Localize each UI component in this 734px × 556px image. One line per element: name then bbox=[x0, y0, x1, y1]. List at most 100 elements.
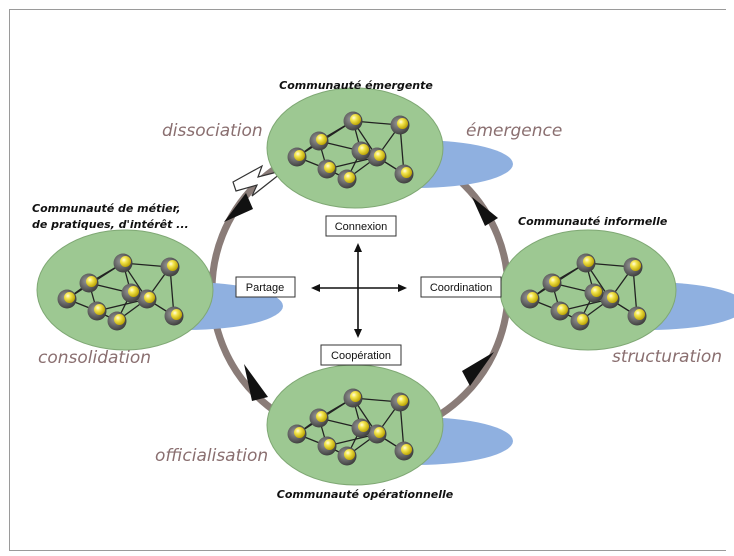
network-node bbox=[57, 289, 77, 309]
node-highlight bbox=[634, 309, 645, 320]
cross-arrow-up bbox=[354, 243, 362, 252]
network-node bbox=[600, 289, 620, 309]
phase-label-structuration: structuration bbox=[612, 347, 722, 367]
axis-label-partage: Partage bbox=[246, 282, 285, 294]
node-highlight bbox=[64, 292, 75, 303]
network-node bbox=[309, 131, 329, 151]
network-node bbox=[343, 388, 363, 408]
phase-label-officialisation: officialisation bbox=[155, 446, 268, 466]
network-node bbox=[317, 436, 337, 456]
node-highlight bbox=[583, 256, 594, 267]
network-node bbox=[160, 257, 180, 277]
network-node bbox=[164, 306, 184, 326]
network-node bbox=[287, 147, 307, 167]
node-highlight bbox=[324, 439, 335, 450]
network-node bbox=[584, 283, 604, 303]
node-highlight bbox=[591, 286, 602, 297]
node-highlight bbox=[86, 276, 97, 287]
network-node bbox=[137, 289, 157, 309]
network-node bbox=[390, 392, 410, 412]
phase-label-emergence: émergence bbox=[466, 121, 562, 141]
node-highlight bbox=[557, 304, 568, 315]
network-node bbox=[390, 115, 410, 135]
network-node bbox=[570, 311, 590, 331]
node-highlight bbox=[549, 276, 560, 287]
community-cluster-top bbox=[266, 87, 513, 209]
node-highlight bbox=[120, 256, 131, 267]
node-highlight bbox=[344, 172, 355, 183]
node-highlight bbox=[397, 118, 408, 129]
community-cluster-right bbox=[499, 229, 734, 351]
network-node bbox=[367, 147, 387, 167]
network-node bbox=[627, 306, 647, 326]
cycle-arrow-top-left bbox=[224, 193, 253, 222]
community-title-top: Communauté émergente bbox=[279, 79, 433, 92]
phase-label-dissociation: dissociation bbox=[162, 121, 263, 141]
cycle-arrow-top-right bbox=[472, 197, 498, 226]
network-node bbox=[351, 418, 371, 438]
node-highlight bbox=[144, 292, 155, 303]
network-node bbox=[317, 159, 337, 179]
network-node bbox=[394, 164, 414, 184]
lightning-icon bbox=[232, 164, 286, 197]
node-highlight bbox=[577, 314, 588, 325]
community-title-left-line1: Communauté de métier, bbox=[32, 202, 181, 215]
node-highlight bbox=[128, 286, 139, 297]
community-title-right: Communauté informelle bbox=[518, 215, 668, 228]
community-title-bottom: Communauté opérationnelle bbox=[277, 488, 454, 501]
network-node bbox=[309, 408, 329, 428]
node-highlight bbox=[344, 449, 355, 460]
network-node bbox=[113, 253, 133, 273]
network-node bbox=[576, 253, 596, 273]
network-node bbox=[79, 273, 99, 293]
community-cluster-bottom bbox=[266, 364, 513, 486]
network-node bbox=[542, 273, 562, 293]
network-node bbox=[343, 111, 363, 131]
axis-label-connexion: Connexion bbox=[335, 221, 388, 233]
node-highlight bbox=[607, 292, 618, 303]
network-node bbox=[520, 289, 540, 309]
network-node bbox=[337, 446, 357, 466]
cycle-arrow-bottom-left bbox=[244, 364, 268, 401]
network-node bbox=[287, 424, 307, 444]
node-highlight bbox=[374, 427, 385, 438]
node-highlight bbox=[401, 444, 412, 455]
node-highlight bbox=[316, 411, 327, 422]
node-highlight bbox=[294, 427, 305, 438]
community-title-left-line2: de pratiques, d'intérêt ... bbox=[32, 218, 189, 231]
network-node bbox=[394, 441, 414, 461]
cross-arrow-down bbox=[354, 329, 362, 338]
network-node bbox=[121, 283, 141, 303]
node-highlight bbox=[358, 144, 369, 155]
node-highlight bbox=[167, 260, 178, 271]
phase-label-consolidation: consolidation bbox=[38, 348, 151, 368]
node-highlight bbox=[397, 395, 408, 406]
axis-label-cooperation: Coopération bbox=[331, 350, 391, 362]
community-cluster-left bbox=[36, 229, 283, 351]
node-highlight bbox=[171, 309, 182, 320]
axis-label-coordination: Coordination bbox=[430, 282, 492, 294]
node-highlight bbox=[374, 150, 385, 161]
axis-box-right bbox=[420, 276, 502, 298]
node-highlight bbox=[527, 292, 538, 303]
network-node bbox=[107, 311, 127, 331]
node-highlight bbox=[401, 167, 412, 178]
network-node bbox=[87, 301, 107, 321]
node-highlight bbox=[358, 421, 369, 432]
network-node bbox=[351, 141, 371, 161]
node-highlight bbox=[324, 162, 335, 173]
network-node bbox=[367, 424, 387, 444]
cross-arrow-left bbox=[311, 284, 320, 292]
axis-box-left bbox=[235, 276, 296, 298]
network-node bbox=[623, 257, 643, 277]
node-highlight bbox=[94, 304, 105, 315]
axis-box-top bbox=[325, 215, 397, 237]
node-highlight bbox=[350, 114, 361, 125]
node-highlight bbox=[350, 391, 361, 402]
node-highlight bbox=[294, 150, 305, 161]
node-highlight bbox=[630, 260, 641, 271]
node-highlight bbox=[316, 134, 327, 145]
node-highlight bbox=[114, 314, 125, 325]
network-node bbox=[337, 169, 357, 189]
